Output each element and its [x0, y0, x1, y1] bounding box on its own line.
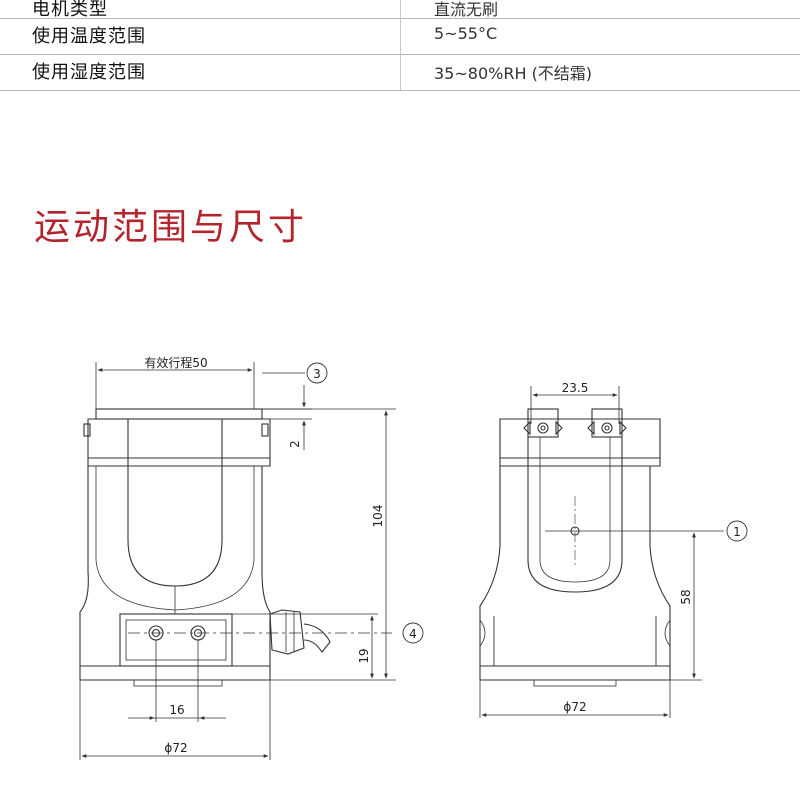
callout-label-1: 1: [733, 525, 741, 539]
dim-height-label: 104: [371, 505, 385, 528]
table-divider: [400, 54, 401, 90]
spec-value: 35~80%RH (不结霜): [434, 64, 593, 83]
front-u-slot: [127, 419, 223, 587]
spec-row-humidity: 使用湿度范围 35~80%RH (不结霜): [0, 54, 800, 91]
side-u-slot: [527, 437, 623, 593]
dim-center-label: 58: [679, 589, 693, 604]
spec-label: 电机类型: [32, 0, 108, 20]
front-connector: [269, 609, 305, 655]
callout-circle-4: [402, 622, 424, 644]
front-top-cap: [95, 408, 263, 420]
dim-front-diameter-label: ϕ72: [164, 741, 187, 755]
dim-stroke-label: 有效行程50: [144, 355, 207, 370]
side-dimensions: [479, 386, 724, 718]
side-view: [479, 408, 671, 687]
spec-label: 使用温度范围: [32, 26, 146, 47]
side-jaw-right: [591, 408, 623, 438]
dim-finger-label: 19: [357, 648, 371, 663]
front-upper-body: [87, 418, 271, 467]
table-divider: [400, 0, 401, 18]
side-jaw-left: [527, 408, 559, 438]
front-lower-body: [79, 466, 271, 681]
front-dimensions: [79, 362, 396, 760]
front-finger-plate: [119, 613, 233, 667]
dim-side-diameter-label: ϕ72: [563, 700, 586, 714]
dim-gap-label: 2: [288, 440, 302, 448]
dim-jaw-label: 23.5: [562, 381, 589, 395]
spec-value: 直流无刷: [434, 0, 499, 19]
side-upper-body: [499, 418, 661, 467]
front-view: [79, 408, 392, 687]
section-title: 运动范围与尺寸: [34, 207, 308, 248]
spec-label: 使用湿度范围: [32, 62, 146, 83]
spec-value: 5~55°C: [434, 24, 498, 43]
dim-hole-spacing-label: 16: [169, 703, 184, 717]
callout-circle-1: [726, 520, 748, 542]
callout-label-4: 4: [409, 627, 417, 641]
callout-circle-3: [306, 362, 328, 384]
callout-label-3: 3: [313, 367, 321, 381]
table-divider: [400, 18, 401, 54]
